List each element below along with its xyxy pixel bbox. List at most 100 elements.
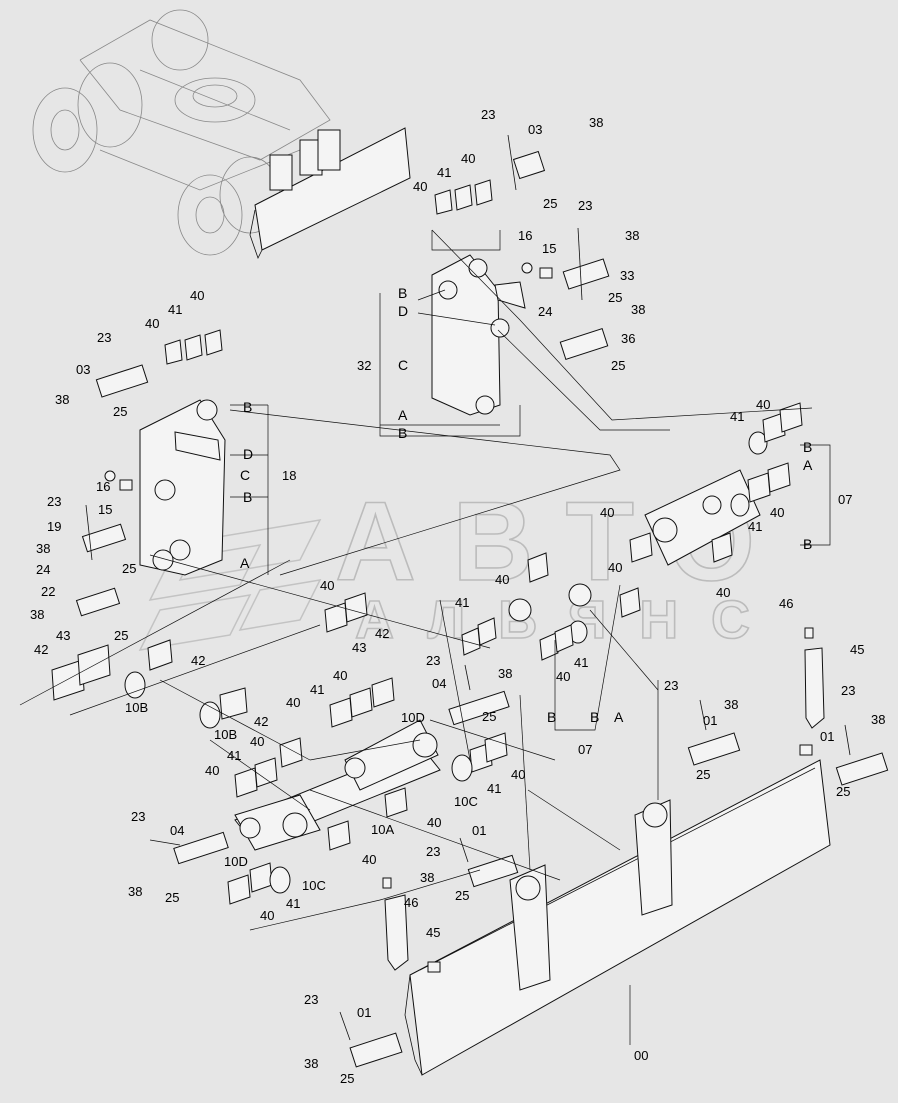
callout: 25 [455, 888, 469, 903]
callout: 42 [191, 653, 205, 668]
callout: 23 [131, 809, 145, 824]
callout: 23 [426, 653, 440, 668]
callout: 25 [611, 358, 625, 373]
callout: 41 [748, 519, 762, 534]
callout: 40 [205, 763, 219, 778]
callout: 41 [437, 165, 451, 180]
callout: B [243, 399, 252, 415]
callout: 38 [55, 392, 69, 407]
left-bracket-assembly [75, 329, 226, 617]
upper-bracket-assembly [431, 134, 610, 416]
callout: 41 [168, 302, 182, 317]
callout: 38 [625, 228, 639, 243]
callout: 25 [836, 784, 850, 799]
callout: 40 [556, 669, 570, 684]
callout: A [614, 709, 624, 725]
callout: 45 [850, 642, 864, 657]
callout: 15 [98, 502, 112, 517]
callout: 40 [511, 767, 525, 782]
callout: 42 [254, 714, 268, 729]
callout: 40 [600, 505, 614, 520]
callout: 41 [455, 595, 469, 610]
callout: 40 [145, 316, 159, 331]
callout: 03 [528, 122, 542, 137]
callout: 43 [56, 628, 70, 643]
leader-lines [19, 229, 831, 1045]
callout: 40 [461, 151, 475, 166]
callout: B [803, 536, 812, 552]
center-frame-10A [149, 664, 510, 865]
callout: 23 [426, 844, 440, 859]
callout: 46 [779, 596, 793, 611]
callout: 40 [608, 560, 622, 575]
callout: 10B [125, 700, 148, 715]
callout: B [398, 285, 407, 301]
callout: 41 [286, 896, 300, 911]
callout: 43 [352, 640, 366, 655]
callout: B [243, 489, 252, 505]
dozer-blade-00 [339, 627, 889, 1076]
callout: 38 [30, 607, 44, 622]
callout: 07 [838, 492, 852, 507]
callout: 18 [282, 468, 296, 483]
callout: 25 [482, 709, 496, 724]
callout: 01 [472, 823, 486, 838]
callout: A [240, 555, 250, 571]
callout: 38 [420, 870, 434, 885]
callout: B [547, 709, 556, 725]
callout: 10C [302, 878, 326, 893]
callout: 22 [41, 584, 55, 599]
callout: 10B [214, 727, 237, 742]
callout: C [398, 357, 408, 373]
machine-overview-sketch [32, 9, 411, 260]
callout: 38 [631, 302, 645, 317]
callout: 40 [333, 668, 347, 683]
callout: 33 [620, 268, 634, 283]
callout: 04 [432, 676, 446, 691]
callout: 16 [518, 228, 532, 243]
callout: 40 [260, 908, 274, 923]
callout: 10D [401, 710, 425, 725]
callout: 23 [841, 683, 855, 698]
callout: 41 [487, 781, 501, 796]
callout: A [398, 407, 408, 423]
callout: 38 [498, 666, 512, 681]
callout: 19 [47, 519, 61, 534]
spacer-plates [51, 592, 508, 905]
callout: 23 [664, 678, 678, 693]
callout: 04 [170, 823, 184, 838]
callout: 24 [36, 562, 50, 577]
pivot-bracket-07 [461, 402, 803, 661]
callout: 25 [696, 767, 710, 782]
callout: 46 [404, 895, 418, 910]
callout: B [590, 709, 599, 725]
callout: 38 [589, 115, 603, 130]
callout: 41 [310, 682, 324, 697]
callout: 23 [578, 198, 592, 213]
callout: A [803, 457, 813, 473]
callout: 40 [250, 734, 264, 749]
callout: 01 [703, 713, 717, 728]
callout: 25 [165, 890, 179, 905]
callout: 16 [96, 479, 110, 494]
callout: 40 [362, 852, 376, 867]
callout: 40 [756, 397, 770, 412]
callout: 32 [357, 358, 371, 373]
callout: 38 [36, 541, 50, 556]
callout: B [803, 439, 812, 455]
callout: 41 [227, 748, 241, 763]
callout: 25 [113, 404, 127, 419]
callout: 03 [76, 362, 90, 377]
callout: 25 [122, 561, 136, 576]
callout: 07 [578, 742, 592, 757]
callout: 25 [608, 290, 622, 305]
callout: 00 [634, 1048, 648, 1063]
callout: B [398, 425, 407, 441]
callout: 25 [340, 1071, 354, 1086]
callout: 42 [375, 626, 389, 641]
callout: D [243, 446, 253, 462]
callout: 23 [97, 330, 111, 345]
callout: 15 [542, 241, 556, 256]
